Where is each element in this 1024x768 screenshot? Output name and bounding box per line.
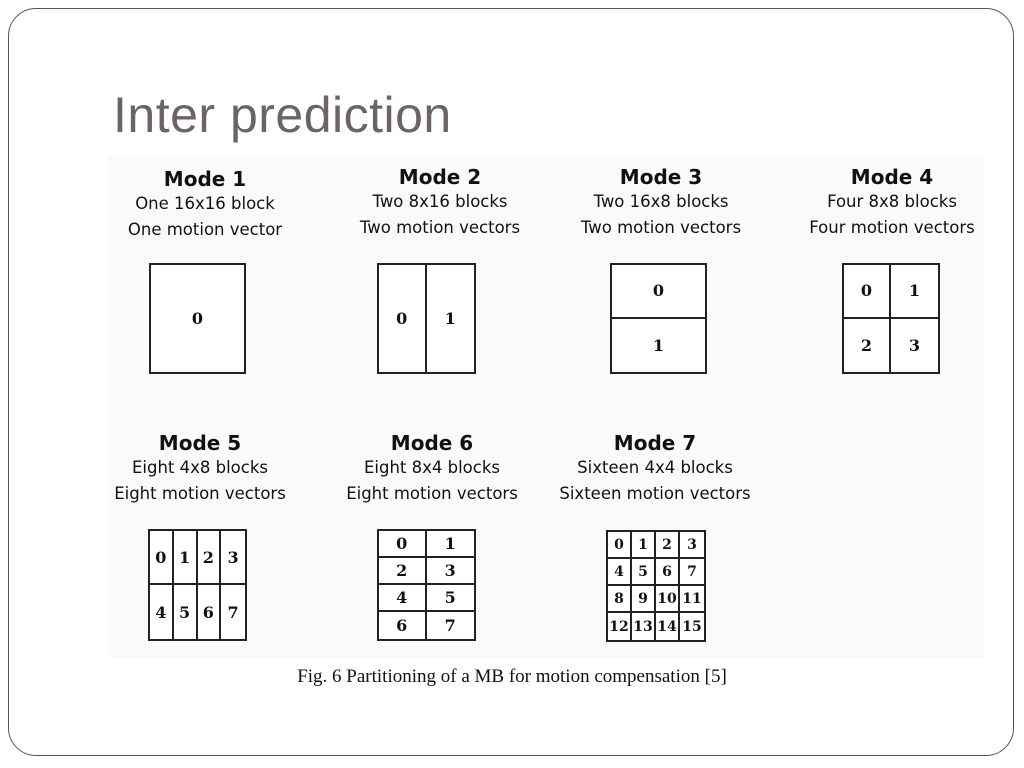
mode-title: Mode 6 [390,431,474,455]
partition-cell: 1 [426,531,474,558]
partition-cell: 1 [891,265,938,319]
mode-block-desc: Eight 8x4 blocks [363,458,501,477]
partition-cell: 7 [680,559,704,586]
partition-cell: 0 [844,265,891,319]
partition-cell: 4 [379,585,427,612]
partition-cell: 1 [173,531,198,585]
partition-cell: 3 [426,558,474,585]
partition-cell: 7 [227,602,239,622]
partition-cell: 6 [656,559,680,586]
mode-block-desc: Four 8x8 blocks [827,192,957,211]
mode-title: Mode 7 [613,431,697,455]
partition-cell: 5 [426,585,474,612]
mode-vector-desc: One motion vector [127,220,283,239]
mode-block-desc: Two 8x16 blocks [372,192,508,211]
mode-block-desc: Two 16x8 blocks [593,192,729,211]
partition-cell: 1 [652,335,665,355]
partition-cell: 2 [844,318,891,372]
partition-cell: 13 [632,613,656,640]
mode-vector-desc: Four motion vectors [809,218,975,237]
mode-6-heading: Mode 6 Eight 8x4 blocks Eight motion vec… [332,431,532,507]
partition-cell: 0 [191,309,204,328]
mode-1-partition: 0 [149,263,246,374]
partition-cell: 2 [197,531,222,585]
mode-1-heading: Mode 1 One 16x16 block One motion vector [110,167,300,243]
mode-title: Mode 3 [619,165,703,189]
mode-block-desc: Eight 4x8 blocks [131,458,269,477]
partition-cell: 14 [656,613,680,640]
slide-frame [8,8,1014,756]
partition-cell: 1 [632,532,656,559]
mode-3-heading: Mode 3 Two 16x8 blocks Two motion vector… [561,165,761,241]
mode-vector-desc: Sixteen motion vectors [559,484,751,503]
partition-cell: 8 [608,586,632,613]
partition-figure: Mode 1 One 16x16 block One motion vector… [108,155,984,658]
mode-vector-desc: Eight motion vectors [346,484,518,503]
mode-vector-desc: Eight motion vectors [114,484,286,503]
partition-cell: 2 [379,558,427,585]
partition-cell: 10 [656,586,680,613]
partition-cell: 1 [444,309,456,328]
partition-cell: 5 [632,559,656,586]
partition-cell: 3 [221,531,245,585]
partition-cell: 6 [379,612,427,639]
partition-cell: 0 [379,531,427,558]
partition-cell: 9 [632,586,656,613]
partition-cell: 0 [379,265,427,372]
partition-cell: 7 [444,616,456,635]
partition-cell: 2 [656,532,680,559]
partition-cell: 15 [682,618,702,635]
mode-2-heading: Mode 2 Two 8x16 blocks Two motion vector… [340,165,540,241]
mode-title: Mode 5 [158,431,242,455]
mode-vector-desc: Two motion vectors [580,218,742,237]
mode-vector-desc: Two motion vectors [359,218,521,237]
mode-title: Mode 1 [163,167,247,191]
partition-cell: 5 [174,585,198,639]
partition-cell: 3 [908,335,921,355]
partition-cell: 6 [198,585,222,639]
mode-title: Mode 4 [850,165,934,189]
partition-cell: 4 [608,559,632,586]
partition-cell: 0 [608,532,632,559]
mode-7-heading: Mode 7 Sixteen 4x4 blocks Sixteen motion… [545,431,765,507]
partition-cell: 3 [680,532,704,559]
mode-title: Mode 2 [398,165,482,189]
partition-cell: 0 [612,265,705,319]
mode-block-desc: One 16x16 block [135,194,275,213]
partition-cell: 4 [150,585,174,639]
mode-5-heading: Mode 5 Eight 4x8 blocks Eight motion vec… [100,431,300,507]
slide-title: Inter prediction [113,87,452,143]
mode-block-desc: Sixteen 4x4 blocks [577,458,733,477]
partition-cell: 11 [680,586,704,613]
partition-cell: 12 [608,613,632,640]
partition-cell: 0 [150,531,174,585]
figure-caption: Fig. 6 Partitioning of a MB for motion c… [297,666,727,687]
mode-4-heading: Mode 4 Four 8x8 blocks Four motion vecto… [792,165,992,241]
